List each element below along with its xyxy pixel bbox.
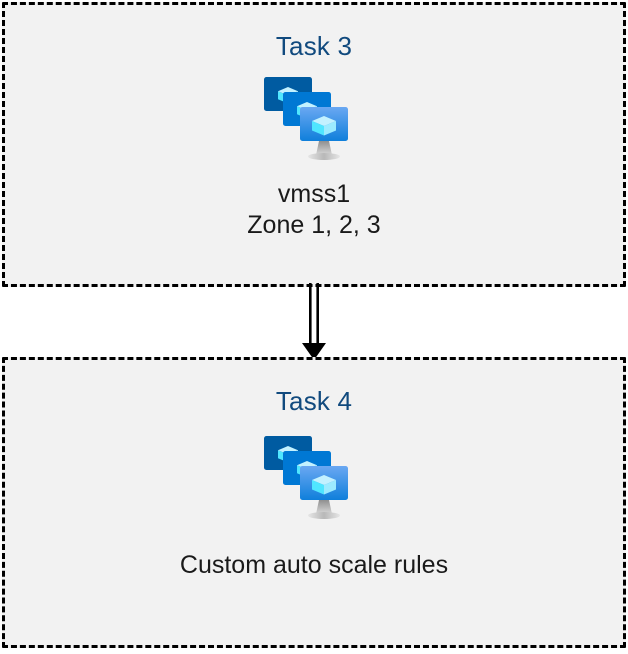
task-box-task3-title: Task 3 <box>275 31 353 61</box>
azure-vm-scale-set-icon <box>262 75 366 167</box>
connector-arrow-task3-to-task4 <box>296 283 332 361</box>
task-box-task4[interactable]: Task 4 <box>2 357 626 648</box>
task-box-task4-caption: Custom auto scale rules <box>179 551 449 579</box>
task-box-task3[interactable]: Task 3 <box>2 2 626 287</box>
task-box-task3-caption: vmss1 Zone 1, 2, 3 <box>247 180 381 239</box>
task-box-task4-title: Task 4 <box>275 386 353 416</box>
task-box-task4-content: Task 4 <box>5 360 623 645</box>
azure-vm-scale-set-icon <box>262 434 366 526</box>
task-box-task3-content: Task 3 <box>5 5 623 284</box>
